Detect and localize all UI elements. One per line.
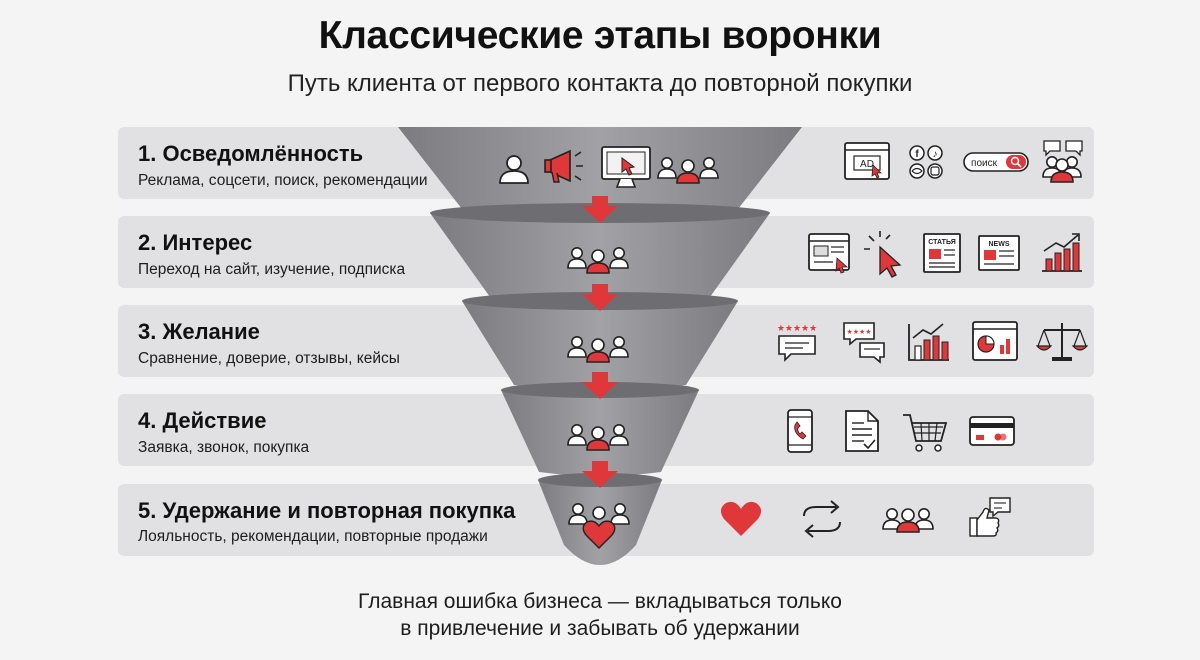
shopping-cart-icon bbox=[903, 414, 948, 452]
svg-text:★★★★: ★★★★ bbox=[846, 328, 871, 336]
megaphone-icon bbox=[544, 149, 583, 183]
stage-desc-interest: Переход на сайт, изучение, подписка bbox=[138, 261, 406, 278]
stage-desc-retention: Лояльность, рекомендации, повторные прод… bbox=[138, 528, 488, 545]
website-cursor-icon bbox=[808, 233, 850, 274]
ad-browser-icon: AD bbox=[844, 142, 890, 180]
dashboard-icon bbox=[972, 321, 1018, 361]
down-arrow-icon bbox=[582, 196, 618, 488]
page-subtitle: Путь клиента от первого контакта до повт… bbox=[287, 70, 913, 97]
scales-icon bbox=[1035, 323, 1089, 361]
funnel-stage-5 bbox=[538, 476, 662, 565]
rating-chat-icon: ★★★★ bbox=[843, 322, 885, 364]
search-bar-label: поиск bbox=[971, 158, 998, 169]
social-networks-icon: f ♪ bbox=[909, 145, 943, 179]
article-icon: СТАТЬЯ bbox=[923, 233, 961, 273]
svg-text:f: f bbox=[915, 149, 919, 160]
feedback-like-icon bbox=[969, 497, 1011, 537]
svg-text:♪: ♪ bbox=[933, 149, 938, 160]
svg-text:★★★★★: ★★★★★ bbox=[777, 324, 817, 334]
bar-chart-icon bbox=[908, 323, 949, 361]
stage-title-desire: 3. Желание bbox=[138, 319, 260, 344]
star-review-icon: ★★★★★ bbox=[777, 324, 817, 362]
stage-desc-desire: Сравнение, доверие, отзывы, кейсы bbox=[138, 350, 400, 367]
stage-title-retention: 5. Удержание и повторная покупка bbox=[138, 498, 516, 523]
stage-desc-action: Заявка, звонок, покупка bbox=[138, 439, 310, 456]
footer-note: Главная ошибка бизнеса — вкладываться то… bbox=[0, 588, 1200, 642]
community-icon bbox=[882, 507, 934, 533]
monitor-cursor-icon bbox=[601, 146, 651, 188]
heart-icon bbox=[720, 501, 762, 536]
stage-title-action: 4. Действие bbox=[138, 408, 267, 433]
stage-title-awareness: 1. Осведомлённость bbox=[138, 141, 364, 166]
news-label: NEWS bbox=[989, 241, 1010, 248]
funnel-stage-1 bbox=[398, 127, 802, 215]
click-cursor-icon bbox=[864, 231, 902, 278]
recommendation-chat-icon bbox=[1042, 140, 1083, 183]
repeat-cycle-icon bbox=[803, 500, 841, 538]
user-icon bbox=[499, 155, 529, 184]
footer-line-2: в привлечение и забывать об удержании bbox=[400, 617, 800, 640]
form-document-icon bbox=[845, 410, 879, 452]
newspaper-icon: NEWS bbox=[978, 235, 1020, 271]
credit-card-icon bbox=[969, 416, 1015, 446]
group-heart-icon bbox=[568, 502, 630, 549]
footer-line-1: Главная ошибка бизнеса — вкладываться то… bbox=[358, 590, 842, 613]
article-label: СТАТЬЯ bbox=[928, 239, 956, 246]
search-bar-icon: поиск bbox=[963, 152, 1029, 172]
page-title: Классические этапы воронки bbox=[318, 14, 882, 57]
ad-label: AD bbox=[860, 159, 874, 170]
stage-desc-awareness: Реклама, соцсети, поиск, рекомендации bbox=[138, 172, 428, 189]
growth-chart-icon bbox=[1042, 233, 1082, 272]
stage-title-interest: 2. Интерес bbox=[138, 230, 253, 255]
phone-call-icon bbox=[787, 409, 813, 453]
